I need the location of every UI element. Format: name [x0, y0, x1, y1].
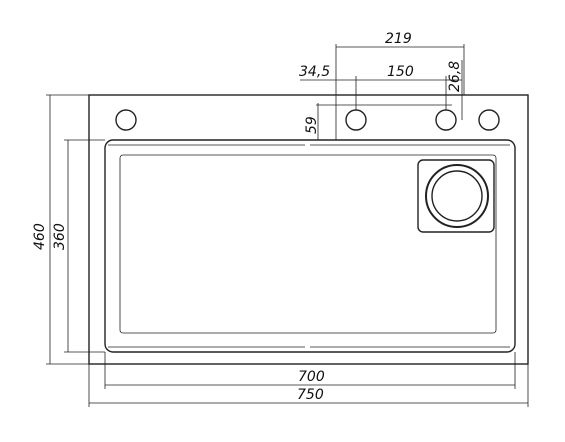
dim-750-label: 750: [297, 387, 324, 403]
dim-26-8-label: 26,8: [447, 61, 463, 92]
dim-150-label: 150: [387, 64, 414, 80]
sink-bowl-inner: [119, 154, 497, 334]
tap-hole-center-right-icon: [435, 109, 457, 131]
drain-inner-icon: [431, 170, 483, 222]
sink-bowl-outer: [104, 139, 516, 353]
drain-outer-icon: [425, 164, 489, 228]
tap-hole-left-icon: [115, 109, 137, 131]
dim-219-label: 219: [385, 31, 412, 47]
tap-hole-center-left-icon: [345, 109, 367, 131]
drain-box: [417, 159, 495, 233]
dim-34-5-label: 34,5: [299, 64, 330, 80]
dim-360-label: 360: [52, 223, 68, 250]
sink-outer-outline: [88, 94, 529, 365]
dim-460-label: 460: [32, 223, 48, 250]
tap-hole-right-icon: [478, 109, 500, 131]
dim-700-label: 700: [298, 369, 325, 385]
dim-59-label: 59: [304, 116, 320, 134]
